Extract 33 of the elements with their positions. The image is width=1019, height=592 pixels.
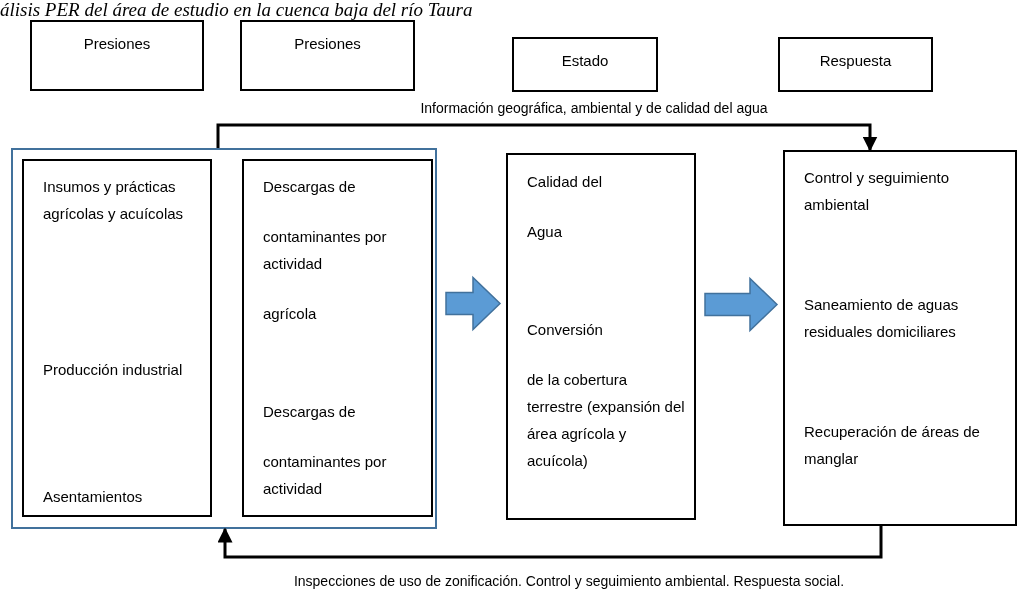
item-text: de la cobertura terrestre (expansión del área agrícola y acuícola) [527, 370, 686, 471]
item-text: Agua [527, 222, 564, 242]
item-text: contaminantes por actividad [263, 452, 388, 499]
item-text: Descargas de [263, 177, 357, 197]
item-text: Producción industrial [43, 360, 184, 380]
item-text: Control y seguimiento ambiental [804, 168, 951, 215]
group-box [11, 148, 437, 529]
header-text: Presiones [294, 34, 361, 54]
header-box [30, 20, 204, 91]
category-box [242, 159, 433, 517]
header-text: Estado [561, 51, 609, 71]
item-text: Descargas de [263, 402, 357, 422]
connector-arrow [217, 526, 883, 559]
item-text: Calidad del [527, 172, 604, 192]
item-text: Insumos y prácticas agrícolas y acuícolas [43, 177, 185, 224]
category-box [506, 153, 696, 520]
item-text: Conversión [527, 320, 604, 340]
figure-title: álisis PER del área de estudio en la cuenca baja del río Taura [0, 0, 473, 20]
category-box [22, 159, 212, 517]
item-text: contaminantes por actividad [263, 227, 388, 274]
header-box [240, 20, 415, 91]
block-arrow [445, 275, 502, 332]
item-text: agrícola [263, 304, 318, 324]
category-box [783, 150, 1017, 526]
item-text: Asentamientos [43, 487, 144, 507]
header-text: Respuesta [819, 51, 892, 71]
header-text: Presiones [83, 34, 151, 54]
item-text: Recuperación de áreas de manglar [804, 422, 981, 469]
block-arrow [704, 276, 779, 333]
item-text: Saneamiento de aguas residuales domiciliares [804, 295, 960, 342]
connector-arrow [216, 123, 878, 152]
header-box [512, 37, 658, 92]
header-box [778, 37, 933, 92]
